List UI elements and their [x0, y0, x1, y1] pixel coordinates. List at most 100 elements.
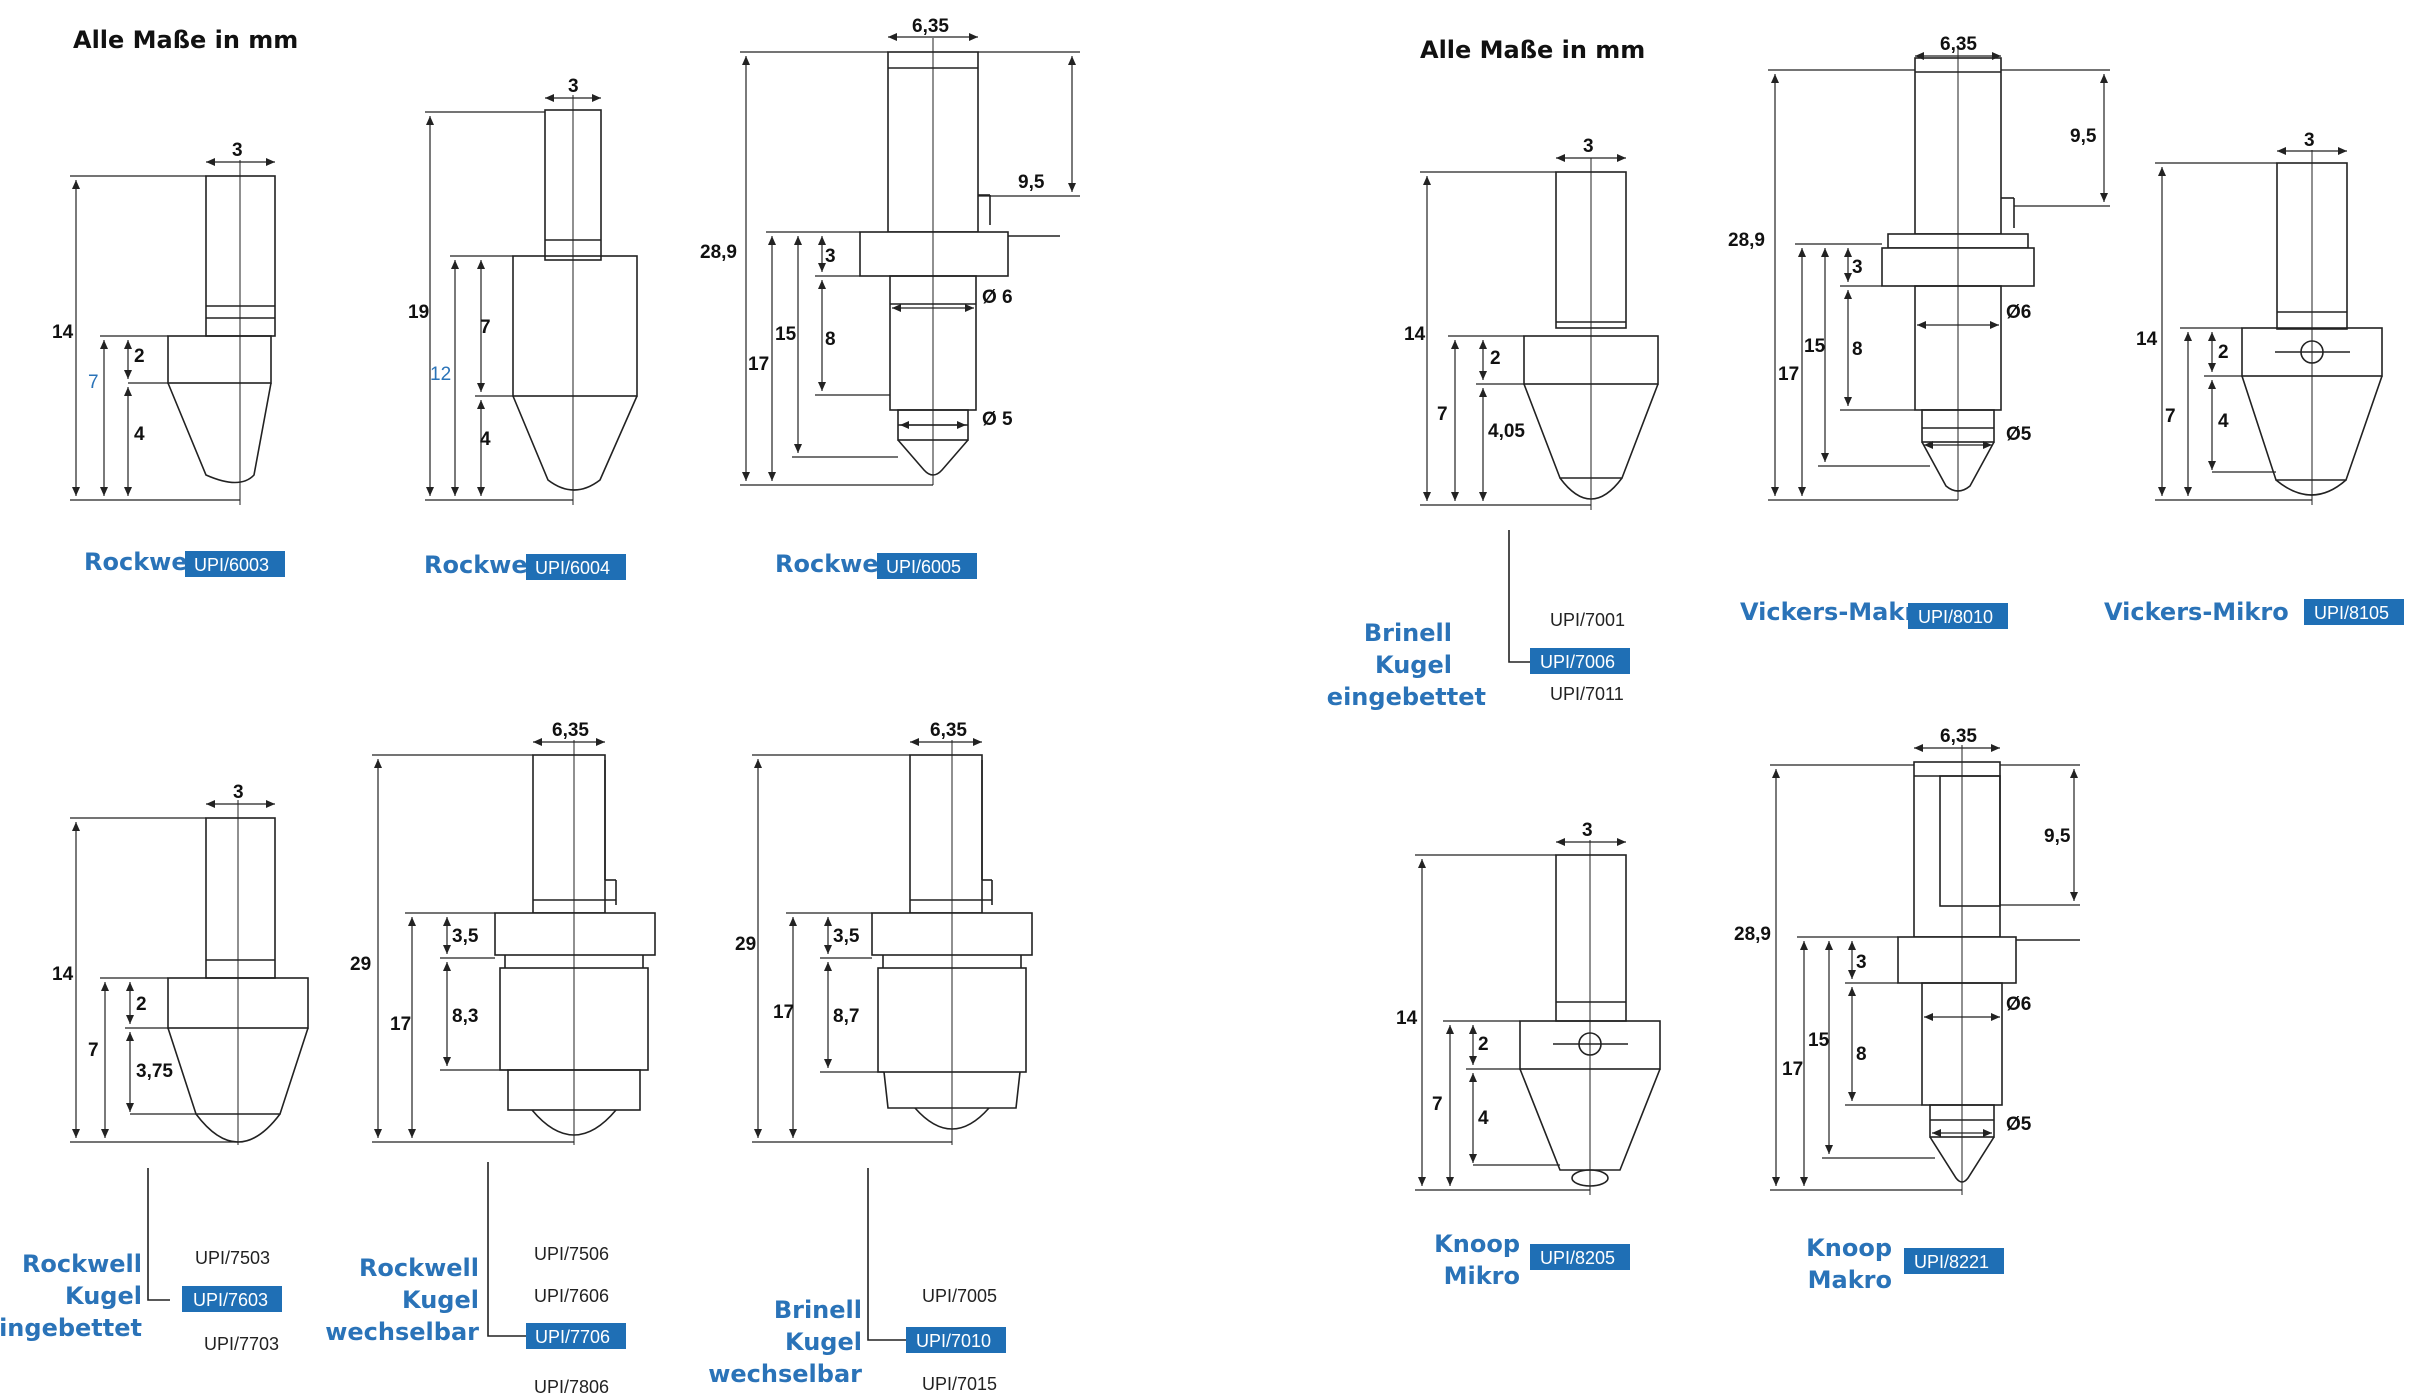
dim-height: 14	[2136, 329, 2158, 350]
code-label: UPI/7006	[1540, 652, 1615, 672]
code-badge-6003[interactable]: UPI/6003	[185, 551, 285, 577]
code-label: UPI/7603	[193, 1290, 268, 1310]
dim-b: 15	[1808, 1030, 1830, 1051]
dim-b: 7	[88, 372, 99, 393]
code-option-7015[interactable]: UPI/7015	[922, 1374, 997, 1394]
code-label: UPI/7010	[916, 1331, 991, 1351]
code-badge-8205[interactable]: UPI/8205	[1530, 1244, 1630, 1270]
dim-height: 28,9	[700, 242, 737, 263]
code-badge-7010[interactable]: UPI/7010	[906, 1327, 1006, 1353]
dim-c: 4	[1478, 1108, 1489, 1129]
dim-height: 29	[735, 934, 756, 955]
dim-a: 2	[2218, 342, 2229, 363]
units-note-right: Alle Maße in mm	[1420, 36, 1645, 64]
caption-line-1: Rockwell	[359, 1254, 479, 1282]
dim-width: 6,35	[1940, 34, 1977, 55]
code-option-7011[interactable]: UPI/7011	[1550, 684, 1624, 704]
dim-width: 3	[2304, 130, 2315, 151]
code-option-7503[interactable]: UPI/7503	[195, 1248, 270, 1268]
dim-b: 7	[88, 1040, 99, 1061]
code-badge-8010[interactable]: UPI/8010	[1908, 603, 2008, 629]
dim-d: 17	[748, 354, 769, 375]
units-note-left: Alle Maße in mm	[73, 26, 298, 54]
dim-height: 28,9	[1728, 230, 1765, 251]
dim-a: 3	[825, 246, 836, 267]
dim-d: 17	[1778, 364, 1799, 385]
dim-c: 4,05	[1488, 421, 1525, 442]
caption-line-2: Makro	[1808, 1266, 1892, 1294]
caption-line-2: Mikro	[1444, 1262, 1520, 1290]
dim-dia2: Ø5	[2006, 424, 2032, 445]
caption-line-2: Kugel	[785, 1328, 862, 1356]
caption-line-1: Knoop	[1806, 1234, 1892, 1262]
dim-c: 4	[480, 429, 491, 450]
code-label: UPI/8205	[1540, 1248, 1615, 1268]
dim-c: 3,75	[136, 1061, 173, 1082]
caption-rockwell-6004: Rockwell	[424, 551, 544, 579]
dim-b: 15	[1804, 336, 1826, 357]
caption-vickers-makro: Vickers-Makro	[1740, 598, 1933, 626]
dim-a: 2	[134, 346, 145, 367]
drawing-upi-8221: 6,35 28,9 9,5 17 15 3 8 Ø6 Ø5	[1734, 726, 2080, 1195]
code-option-7606[interactable]: UPI/7606	[534, 1286, 609, 1306]
dim-b: 17	[773, 1002, 794, 1023]
code-label: UPI/7706	[535, 1327, 610, 1347]
drawing-upi-8205: 3 14 7 2 4	[1396, 820, 1661, 1195]
code-badge-6004[interactable]: UPI/6004	[526, 554, 626, 580]
caption-vickers-mikro: Vickers-Mikro	[2104, 598, 2289, 626]
drawing-upi-8105: 3 14 7 2 4	[2136, 130, 2383, 505]
drawing-upi-7006: 3 14 7 2 4,05	[1404, 136, 1659, 663]
dim-width: 3	[233, 782, 244, 803]
caption-line-3: eingebettet	[0, 1314, 142, 1342]
drawing-upi-7010: 6,35 29 17 3,5 8,7	[735, 720, 1033, 1341]
caption-line-1: Brinell	[1364, 619, 1452, 647]
dim-height: 29	[350, 954, 371, 975]
code-badge-8105[interactable]: UPI/8105	[2304, 599, 2404, 625]
caption-line-1: Rockwell	[22, 1250, 142, 1278]
dim-a: 3	[1856, 952, 1867, 973]
dim-dia2: Ø5	[2006, 1114, 2032, 1135]
dim-c: 8	[825, 329, 836, 350]
code-option-7001[interactable]: UPI/7001	[1550, 610, 1625, 630]
dim-b: 15	[775, 324, 797, 345]
dim-c: 4	[2218, 411, 2229, 432]
dim-width: 3	[568, 76, 579, 97]
drawing-upi-6003: 3 14 7 2 4	[52, 140, 276, 505]
dim-height: 14	[1396, 1008, 1418, 1029]
code-option-7703[interactable]: UPI/7703	[204, 1334, 279, 1354]
code-option-7806[interactable]: UPI/7806	[534, 1377, 609, 1397]
code-label: UPI/6004	[535, 558, 610, 578]
dim-dia1: Ø6	[2006, 994, 2031, 1015]
code-badge-6005[interactable]: UPI/6005	[877, 553, 977, 579]
dim-b: 12	[430, 364, 451, 385]
dim-top: 9,5	[2044, 826, 2071, 847]
dim-b: 7	[2165, 406, 2176, 427]
dim-top: 9,5	[1018, 172, 1045, 193]
caption-rockwell-6005: Rockwell	[775, 550, 895, 578]
dim-b: 7	[1432, 1094, 1443, 1115]
code-badge-7006[interactable]: UPI/7006	[1530, 648, 1630, 674]
drawing-upi-8010: 6,35 28,9 9,5 17 15 3 8 Ø6 Ø5	[1728, 34, 2110, 501]
code-option-7005[interactable]: UPI/7005	[922, 1286, 997, 1306]
drawing-upi-6004: 3 19 12 7 4	[408, 76, 638, 505]
dim-a: 2	[1490, 348, 1501, 369]
dim-height: 14	[52, 322, 74, 343]
dim-a: 2	[136, 994, 147, 1015]
code-badge-7603[interactable]: UPI/7603	[182, 1286, 282, 1312]
code-option-7506[interactable]: UPI/7506	[534, 1244, 609, 1264]
code-badge-7706[interactable]: UPI/7706	[526, 1323, 626, 1349]
dim-dia1: Ø 6	[982, 287, 1013, 308]
caption-line-3: eingebettet	[1327, 683, 1486, 711]
dim-a: 7	[480, 317, 491, 338]
code-badge-8221[interactable]: UPI/8221	[1904, 1248, 2004, 1274]
dim-c: 4	[134, 424, 145, 445]
dim-top: 9,5	[2070, 126, 2097, 147]
dim-height: 14	[52, 964, 74, 985]
dim-dia2: Ø 5	[982, 409, 1013, 430]
code-label: UPI/6003	[194, 555, 269, 575]
dim-d: 17	[1782, 1059, 1803, 1080]
dim-b: 7	[1437, 404, 1448, 425]
dim-c: 8,3	[452, 1006, 478, 1027]
dim-width: 3	[1582, 820, 1593, 841]
